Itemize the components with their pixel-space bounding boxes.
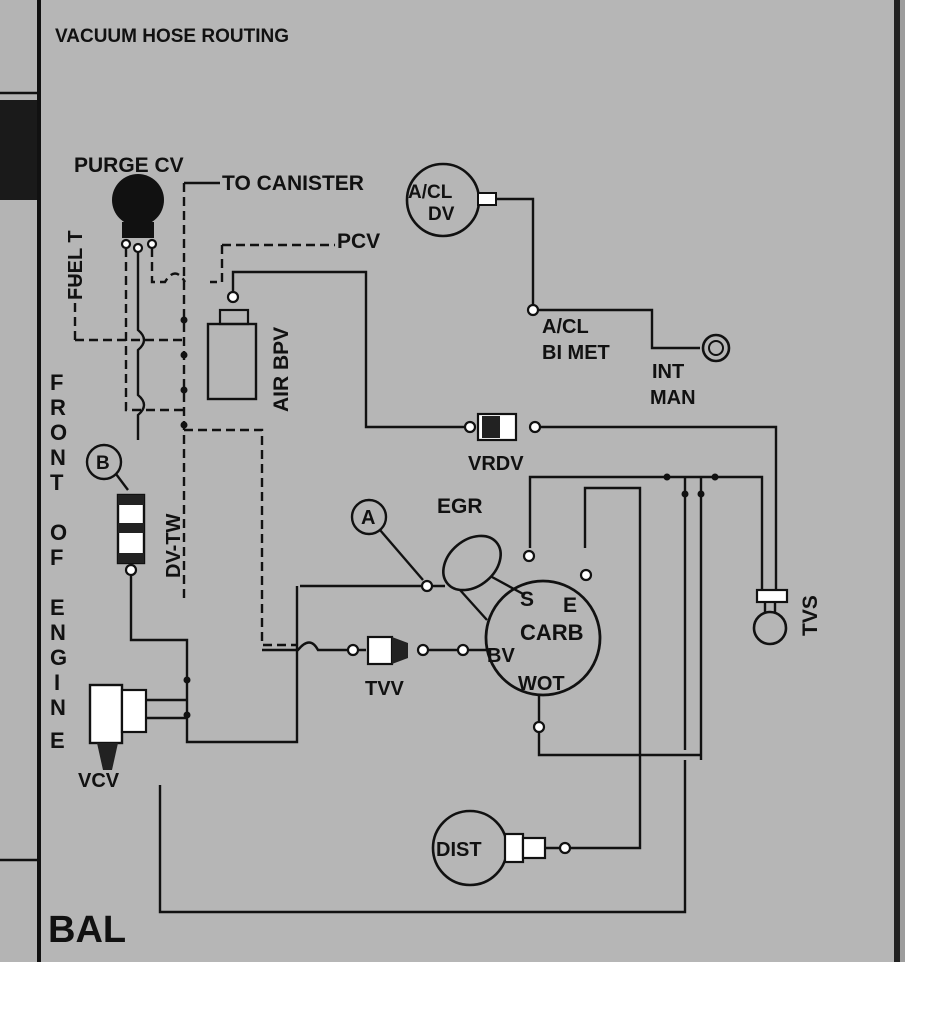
svg-text:N: N: [50, 445, 66, 470]
vcv-valve: [88, 683, 124, 745]
bal-label: BAL: [48, 909, 126, 951]
svg-text:E: E: [50, 595, 65, 620]
carb-wot-label: WOT: [518, 673, 565, 695]
tvv-valve: [366, 635, 394, 666]
egr-valve: [442, 534, 502, 592]
front-of-engine-label: F R O N T O F E N G I N E: [50, 370, 67, 753]
to-canister-label: TO CANISTER: [222, 172, 364, 195]
dist-label: DIST: [436, 839, 482, 861]
svg-text:E: E: [50, 728, 65, 753]
svg-text:O: O: [50, 420, 67, 445]
carb-bv-label: BV: [487, 645, 515, 667]
vrdv-label: VRDV: [468, 453, 524, 475]
svg-text:I: I: [54, 670, 60, 695]
panel: [38, 0, 894, 962]
fuel-t-label: FUEL T: [65, 230, 87, 300]
marker-a: [350, 498, 388, 536]
purge-cv-valve: [112, 174, 164, 226]
svg-text:F: F: [50, 370, 63, 395]
int-man-port: [701, 333, 731, 363]
acl-bimet-label-2: BI MET: [542, 342, 610, 364]
marker-b-label: B: [96, 453, 110, 474]
pcv-label: PCV: [337, 230, 380, 253]
tvv-label: TVV: [365, 678, 405, 700]
left-black-tab: [0, 100, 38, 200]
svg-text:N: N: [50, 695, 66, 720]
carburetor: [484, 579, 602, 697]
acl-dv-label-2: DV: [428, 204, 455, 225]
svg-text:T: T: [50, 470, 64, 495]
tvs-valve: [752, 610, 788, 646]
diagram-title: VACUUM HOSE ROUTING: [55, 26, 289, 47]
carb-e-label: E: [563, 594, 577, 617]
purge-cv-label: PURGE CV: [74, 154, 184, 177]
int-man-label-1: INT: [652, 361, 684, 383]
carb-label: CARB: [520, 620, 584, 645]
svg-text:R: R: [50, 395, 66, 420]
marker-a-label: A: [361, 507, 375, 529]
svg-text:N: N: [50, 620, 66, 645]
tvs-label: TVS: [799, 595, 822, 636]
marker-b: [85, 443, 123, 481]
dv-tw-label: DV-TW: [163, 513, 185, 578]
vcv-label: VCV: [78, 770, 120, 792]
svg-text:G: G: [50, 645, 67, 670]
svg-text:O: O: [50, 520, 67, 545]
air-bpv-label: AIR BPV: [270, 327, 293, 412]
svg-text:F: F: [50, 545, 63, 570]
carb-s-label: S: [520, 588, 534, 611]
air-bpv-valve: [206, 322, 258, 401]
egr-label: EGR: [437, 495, 483, 518]
acl-bimet-label-1: A/CL: [542, 316, 589, 338]
int-man-label-2: MAN: [650, 387, 696, 409]
acl-dv-label-1: A/CL: [408, 182, 453, 203]
